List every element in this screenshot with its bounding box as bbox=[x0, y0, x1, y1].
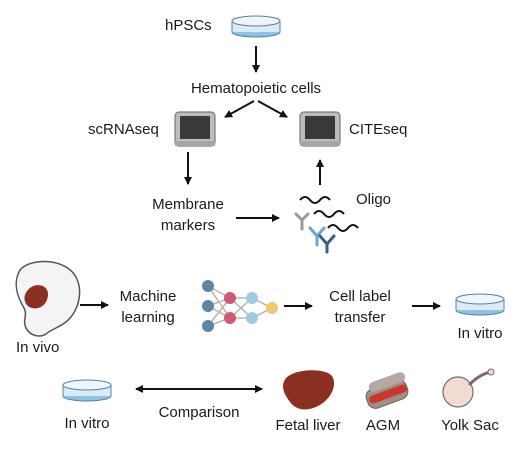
yolk-sac-icon bbox=[442, 368, 495, 408]
arrow-cells-to-citeseq bbox=[257, 100, 288, 118]
yolk-sac-label: Yolk Sac bbox=[441, 417, 499, 434]
in-vitro-label: In vitro bbox=[457, 325, 502, 342]
in-vitro-bottom-label: In vitro bbox=[64, 415, 109, 432]
comparison-label: Comparison bbox=[159, 404, 240, 421]
sequencer-icon bbox=[299, 111, 341, 147]
agm-label: AGM bbox=[366, 417, 400, 434]
membrane-markers-label: Membrane bbox=[152, 196, 224, 213]
agm-icon bbox=[365, 372, 409, 409]
cell-label-transfer-label: Cell label bbox=[329, 288, 391, 305]
citeseq-label: CITEseq bbox=[349, 121, 407, 138]
fetal-liver-label: Fetal liver bbox=[275, 417, 340, 434]
hpscs-dish-icon bbox=[231, 15, 281, 38]
in-vitro-dish-icon bbox=[62, 379, 112, 402]
sequencer-icon bbox=[174, 111, 216, 147]
membrane-markers-label-line2: markers bbox=[161, 217, 215, 234]
arrow-cells-to-scrnaseq bbox=[224, 100, 255, 118]
machine-learning-label: Machine bbox=[120, 288, 177, 305]
embryo-icon bbox=[15, 260, 81, 337]
fetal-liver-icon bbox=[283, 370, 335, 410]
in-vitro-dish-icon bbox=[455, 293, 505, 316]
neural-network-icon bbox=[202, 280, 278, 332]
oligo-antibody-icon bbox=[294, 196, 359, 254]
hematopoietic-cells-label: Hematopoietic cells bbox=[191, 80, 321, 97]
machine-learning-label-line2: learning bbox=[121, 309, 174, 326]
cell-label-transfer-label-line2: transfer bbox=[335, 309, 386, 326]
in-vivo-label: In vivo bbox=[16, 339, 59, 356]
oligo-label: Oligo bbox=[356, 191, 391, 208]
scrnaseq-label: scRNAseq bbox=[88, 121, 159, 138]
hpscs-label: hPSCs bbox=[165, 17, 212, 34]
